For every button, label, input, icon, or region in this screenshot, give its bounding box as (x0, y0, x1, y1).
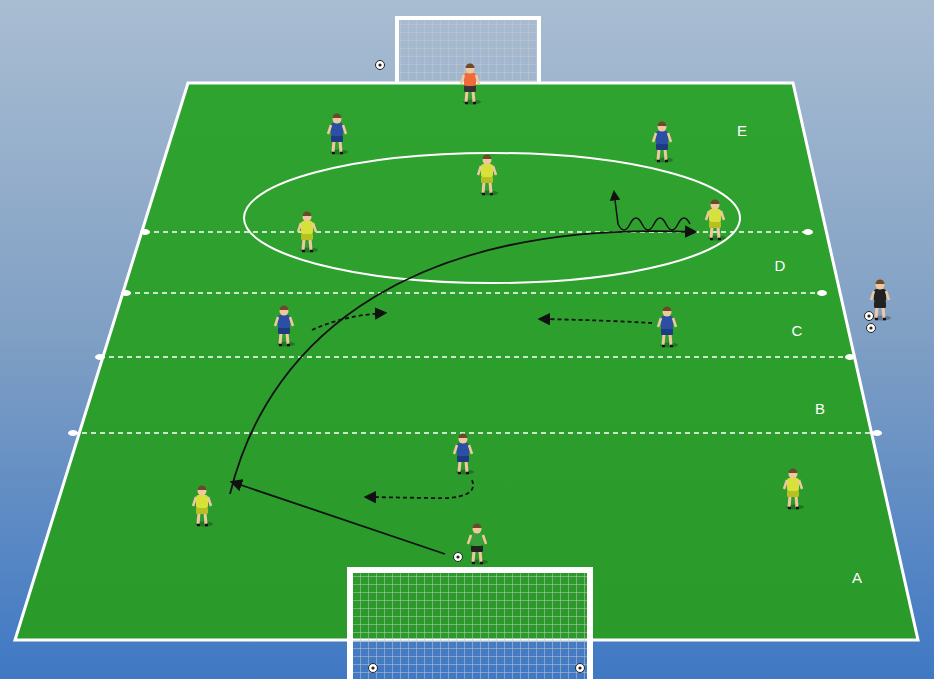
long-pass-arrow (230, 231, 695, 494)
yellow-player (706, 200, 726, 241)
blue-player (653, 122, 673, 163)
ball (865, 312, 874, 321)
zone-label: C (792, 323, 803, 338)
centre-circle (244, 153, 740, 283)
ball (369, 664, 378, 673)
goalkeeper (468, 524, 488, 565)
movement-arrows (230, 192, 695, 554)
blue-player (328, 114, 348, 155)
ball (576, 664, 585, 673)
goalkeeper (461, 64, 481, 105)
run-arrow (312, 313, 385, 330)
yellow-player (193, 486, 213, 527)
yellow-player (478, 155, 498, 196)
zone-lines (73, 232, 877, 433)
ball (454, 553, 463, 562)
zone-label: D (775, 258, 786, 273)
pitch (15, 83, 918, 640)
zone-label: E (737, 123, 747, 138)
run-arrow (366, 480, 473, 498)
pass-arrow (232, 482, 445, 554)
coach (871, 280, 891, 321)
blue-player (275, 306, 295, 347)
ball (376, 61, 385, 70)
ball (867, 324, 876, 333)
zone-label: A (852, 570, 862, 585)
blue-player (454, 434, 474, 475)
yellow-player (298, 212, 318, 253)
yellow-player (784, 469, 804, 510)
dribble-arrow (614, 192, 690, 230)
blue-player (658, 307, 678, 348)
zone-label: B (815, 401, 825, 416)
cones (68, 229, 882, 436)
run-arrow (540, 319, 652, 323)
bottom-goal (350, 570, 590, 679)
